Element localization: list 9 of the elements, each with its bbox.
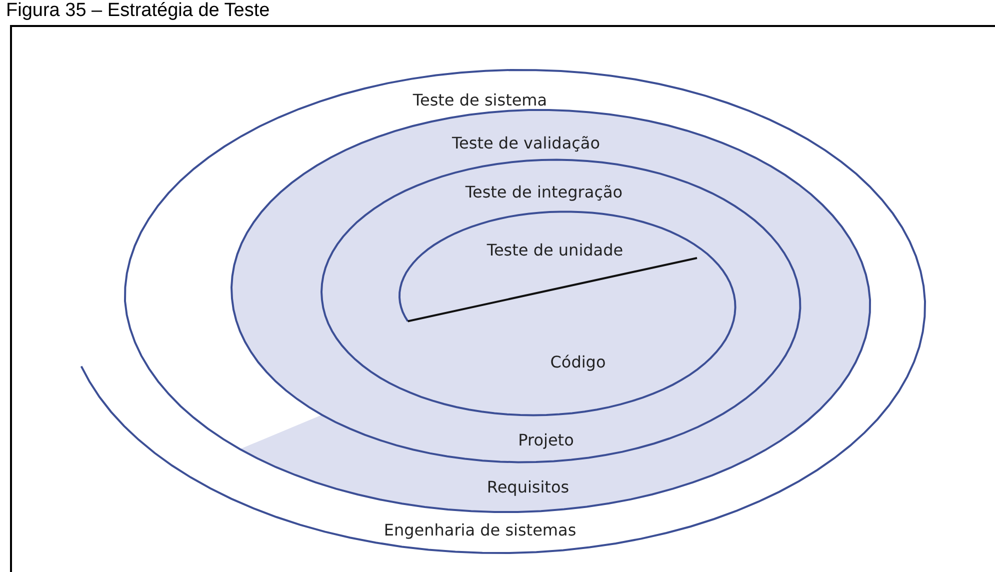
ring-label: Teste de integração [465,182,623,202]
ring-label: Engenharia de sistemas [384,520,576,540]
ring-label: Requisitos [486,478,570,496]
figure-title: Figura 35 – Estratégia de Teste [6,0,270,22]
ring-label: Projeto [518,430,574,450]
ring-label: Teste de sistema [412,90,548,110]
ring-label: Teste de validação [452,134,600,152]
ring-label: Teste de unidade [486,240,624,260]
ring-label: Código [550,352,606,372]
